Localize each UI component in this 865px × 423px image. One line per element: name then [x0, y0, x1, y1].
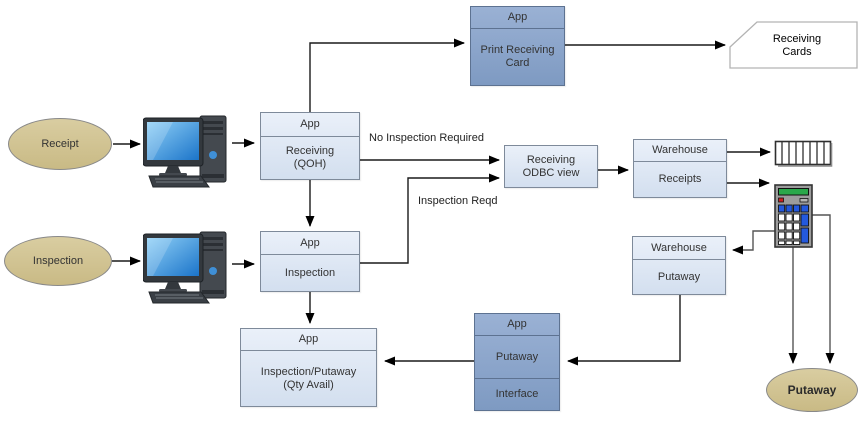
terminator-inspection-label: Inspection — [32, 255, 84, 267]
card-line2: Cards — [782, 46, 812, 58]
process-header-label: App — [507, 318, 527, 330]
process-header-label: App — [507, 11, 528, 23]
process-putaway-interface: App Putaway Interface — [474, 313, 560, 411]
connector-keypad-to-whputaway — [732, 230, 775, 255]
connector-receiving-to-printcard — [309, 38, 465, 112]
process-header-label: Warehouse — [652, 144, 708, 156]
card-receiving-cards: Receiving Cards — [742, 26, 852, 66]
desktop-computer-icon — [142, 226, 233, 309]
process-body: Print Receiving Card — [471, 28, 564, 85]
terminator-putaway: Putaway — [766, 368, 858, 412]
process-body-line2: ODBC view — [522, 166, 580, 179]
process-body-line1: Receiving — [285, 145, 335, 157]
process-body: Receiving (QOH) — [261, 136, 359, 179]
process-header-label: App — [300, 236, 320, 249]
process-warehouse-putaway: Warehouse Putaway — [632, 236, 726, 295]
process-warehouse-receipts: Warehouse Receipts — [633, 139, 727, 198]
card-rack-icon — [774, 140, 834, 172]
desktop-computer-icon — [142, 110, 233, 193]
process-header: App — [261, 113, 359, 136]
keypad-icon — [774, 184, 813, 253]
process-body: Inspection/Putaway (Qty Avail) — [241, 350, 376, 406]
process-receiving-qoh: App Receiving (QOH) — [260, 112, 360, 180]
process-header: App — [475, 314, 559, 335]
process-bottom-section: Interface — [475, 378, 559, 410]
process-body: Inspection — [261, 254, 359, 291]
process-body: Receiving ODBC view — [505, 146, 597, 187]
process-header-label: App — [300, 118, 320, 130]
process-body-label: Receipts — [658, 173, 702, 185]
process-body-line1: Print Receiving — [480, 44, 555, 56]
process-header: App — [241, 329, 376, 350]
process-inspection-putaway: App Inspection/Putaway (Qty Avail) — [240, 328, 377, 407]
process-body-line2: Card — [505, 57, 530, 69]
connector-inspection-reqd — [360, 173, 500, 264]
edge-label-text: Inspection Reqd — [418, 195, 498, 207]
process-body-line2: (Qty Avail) — [283, 378, 334, 391]
process-receiving-odbc-view: Receiving ODBC view — [504, 145, 598, 188]
process-header: App — [471, 7, 564, 28]
terminator-receipt: Receipt — [8, 118, 112, 170]
process-header: Warehouse — [633, 237, 725, 259]
process-body-line2: (QOH) — [293, 158, 327, 170]
process-body: Receipts — [634, 161, 726, 197]
edge-label-text: No Inspection Required — [369, 132, 484, 144]
process-body: Putaway — [633, 259, 725, 294]
terminator-inspection: Inspection — [4, 236, 112, 286]
process-bottom-label: Interface — [495, 388, 539, 400]
terminator-receipt-label: Receipt — [41, 138, 79, 150]
process-header-label: App — [298, 333, 319, 345]
process-print-receiving-card: App Print Receiving Card — [470, 6, 565, 86]
connector-keypad-to-putaway-2 — [812, 214, 835, 364]
process-inspection-app: App Inspection — [260, 231, 360, 292]
process-header: App — [261, 232, 359, 254]
terminator-putaway-label: Putaway — [787, 383, 837, 397]
card-line1: Receiving — [772, 33, 822, 45]
receiving-cards-shape — [729, 21, 858, 69]
process-header-label: Warehouse — [651, 241, 707, 254]
process-body-line1: Inspection/Putaway — [260, 365, 357, 378]
process-mid-label: Putaway — [495, 350, 539, 363]
edge-label-no-inspection: No Inspection Required — [369, 132, 484, 144]
process-body-line1: Receiving — [526, 153, 576, 166]
edge-label-inspection-reqd: Inspection Reqd — [418, 195, 498, 207]
process-body-label: Putaway — [657, 270, 701, 283]
connector-whputaway-to-interface — [567, 295, 681, 366]
process-header: Warehouse — [634, 140, 726, 161]
process-body-label: Inspection — [284, 266, 336, 279]
process-mid-section: Putaway — [475, 335, 559, 378]
